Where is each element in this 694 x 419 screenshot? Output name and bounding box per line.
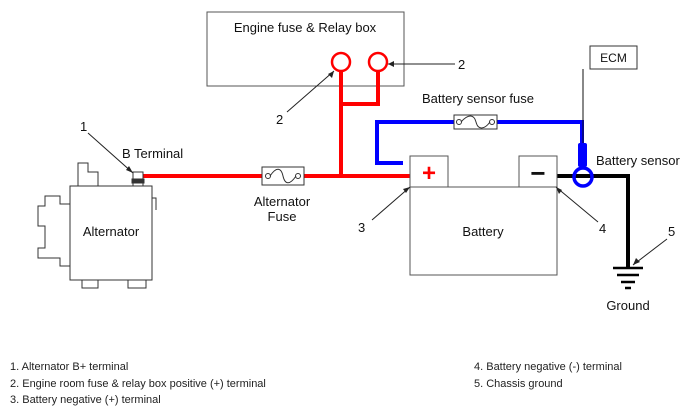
- alternator-label: Alternator: [83, 224, 140, 239]
- battery-sensor-fuse: [453, 114, 498, 130]
- positive-wire: [142, 71, 410, 178]
- callout-arrowheads: [126, 61, 640, 265]
- battery-sensor-label: Battery sensor: [596, 153, 680, 168]
- alternator-fuse: [261, 166, 305, 186]
- relay-box: [206, 11, 405, 87]
- relay-terminal-left: [330, 51, 352, 73]
- legend-item: 1. Alternator B+ terminal: [10, 361, 129, 373]
- callout-4: 4: [599, 221, 606, 236]
- legend-right: 4. Battery negative (-) terminal 5. Chas…: [474, 359, 622, 392]
- callout-3: 3: [358, 220, 365, 235]
- legend-item: 2. Engine room fuse & relay box positive…: [10, 377, 266, 390]
- callout-1: 1: [80, 119, 87, 134]
- alternator: [37, 162, 157, 289]
- legend-left: 1. Alternator B+ terminal 2. Engine room…: [10, 359, 266, 409]
- ground-symbol: [613, 266, 643, 290]
- callout-2-right: 2: [458, 57, 465, 72]
- callout-5: 5: [668, 224, 675, 239]
- ecm-label: ECM: [600, 51, 627, 65]
- legend-item: 4. Battery negative (-) terminal: [474, 361, 622, 373]
- callout-leaders: [87, 63, 668, 266]
- ground-label: Ground: [606, 298, 649, 313]
- legend-item: 3. Battery negative (+) terminal: [10, 394, 161, 406]
- battery-sensor-fuse-label: Battery sensor fuse: [422, 91, 534, 106]
- legend-item: 5. Chassis ground: [474, 377, 563, 390]
- positive-symbol: +: [422, 160, 436, 187]
- negative-symbol: −: [530, 158, 545, 188]
- relay-box-label: Engine fuse & Relay box: [234, 20, 377, 35]
- ground-wire: [551, 174, 630, 268]
- callout-2-left: 2: [276, 112, 283, 127]
- b-terminal-label: B Terminal: [122, 146, 183, 161]
- relay-terminal-right: [367, 51, 389, 73]
- sensor-wire-right: [497, 120, 584, 148]
- battery-positive-terminal: [409, 155, 449, 188]
- battery-label: Battery: [462, 224, 504, 239]
- battery-body: [409, 186, 558, 276]
- battery-negative-terminal: [518, 155, 558, 188]
- battery-sensor-connector: [578, 143, 587, 167]
- ecm-box: [589, 45, 638, 70]
- alternator-fuse-label-line1: Alternator: [254, 194, 311, 209]
- sensor-wire: [375, 120, 454, 165]
- battery-sensor: [572, 166, 594, 188]
- alternator-fuse-label-line2: Fuse: [268, 209, 297, 224]
